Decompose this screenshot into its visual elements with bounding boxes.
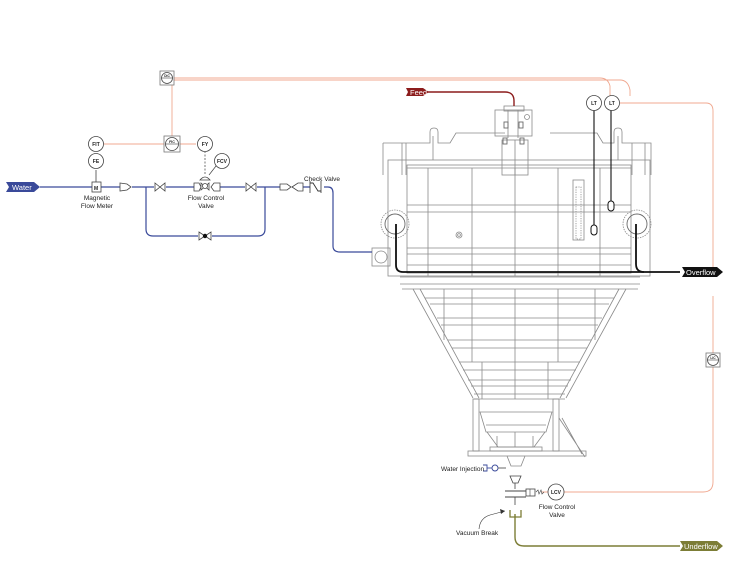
signal-lines: [104, 77, 714, 493]
signal-line-dic-lt1: [172, 77, 611, 96]
svg-text:FIC: FIC: [169, 140, 175, 144]
svg-text:LT: LT: [609, 101, 615, 107]
instrument-fit[interactable]: FIT: [88, 136, 104, 152]
label-magnetic-flow-meter-2: Flow Meter: [81, 203, 114, 210]
label-flow-control-valve-1b: Valve: [198, 203, 214, 210]
label-water-injection: Water Injection: [441, 466, 484, 473]
instrument-lt-1[interactable]: LT: [586, 95, 602, 111]
svg-text:FE: FE: [93, 159, 100, 165]
label-flow-control-valve-2b: Valve: [549, 512, 565, 519]
underflow-line: [514, 514, 680, 547]
cone-valve-icon: [509, 475, 522, 484]
instrument-lt-2[interactable]: LT: [604, 95, 620, 111]
instrument-fcv[interactable]: FCV: [208, 153, 230, 176]
instrument-fy[interactable]: FY: [197, 136, 213, 152]
underflow-stream-tag: Underflow: [680, 541, 723, 551]
signal-line-right-lcv: [542, 296, 714, 493]
vacuum-break-icon: [509, 510, 522, 518]
gate-valve-icon: [154, 182, 166, 192]
overflow-stream-tag: Overflow: [682, 267, 723, 277]
instrument-lic-right[interactable]: LIC: [705, 352, 721, 368]
level-transmitter-probes: [590, 108, 615, 236]
label-magnetic-flow-meter-1: Magnetic: [84, 195, 111, 202]
actuator-icon: [525, 488, 536, 497]
water-tag-label: Water: [12, 183, 32, 192]
svg-text:LT: LT: [591, 101, 597, 107]
underflow-tag-label: Underflow: [684, 542, 718, 551]
label-flow-control-valve-2: Flow Control: [539, 504, 576, 511]
feed-tag-label: Feed: [410, 88, 427, 97]
instrument-lcv[interactable]: LCV: [547, 483, 565, 501]
svg-text:M: M: [94, 186, 98, 192]
svg-text:FCV: FCV: [217, 159, 228, 165]
signal-line-lt-right: [620, 102, 714, 272]
check-valve-icon: [310, 182, 321, 192]
svg-text:LIC: LIC: [710, 356, 716, 360]
label-check-valve: Check Valve: [304, 176, 340, 183]
feed-stream-tag: Feed: [406, 88, 429, 97]
fittings: M: [91, 152, 322, 241]
svg-text:FY: FY: [202, 142, 209, 148]
water-stream-tag: Water: [6, 182, 40, 192]
water-line: [40, 186, 372, 253]
signal-line-dic-lt2: [172, 79, 631, 96]
magnetic-flow-meter-icon: [91, 181, 102, 193]
instrument-fe[interactable]: FE: [88, 153, 104, 169]
instrument-fic[interactable]: FIC: [163, 135, 181, 153]
label-flow-control-valve-1: Flow Control: [188, 195, 225, 202]
reducer-icon: [279, 183, 292, 191]
svg-text:LCV: LCV: [551, 490, 562, 496]
svg-text:DIC: DIC: [164, 74, 170, 78]
feed-line: [428, 91, 515, 106]
reducer-icon: [119, 182, 132, 192]
underflow-valve-assembly: [478, 464, 545, 530]
svg-text:FIT: FIT: [92, 142, 100, 148]
labels: Magnetic Flow Meter Flow Control Valve C…: [81, 176, 576, 537]
thickener-tank: [371, 105, 652, 467]
reducer-icon: [291, 182, 304, 192]
instrument-dic-top[interactable]: DIC: [159, 70, 175, 86]
gate-valve-icon: [245, 182, 257, 192]
overflow-lines: [395, 224, 680, 273]
label-vacuum-break: Vacuum Break: [456, 530, 499, 537]
overflow-tag-label: Overflow: [686, 268, 716, 277]
